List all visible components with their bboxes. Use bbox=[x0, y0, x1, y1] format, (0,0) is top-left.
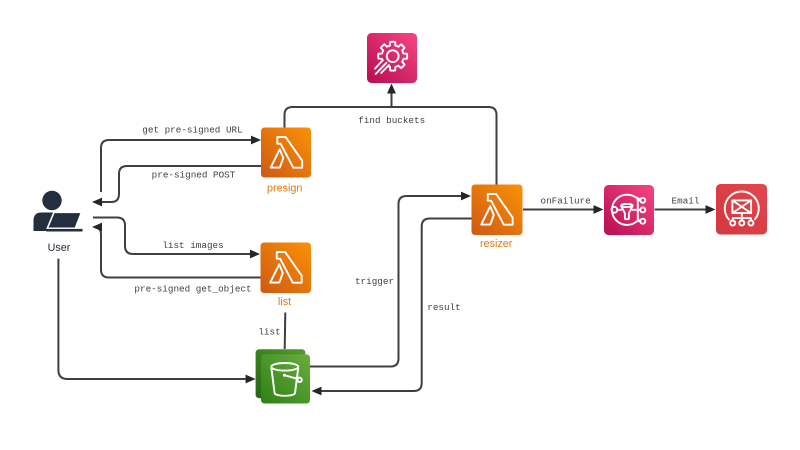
svg-text:find buckets: find buckets bbox=[358, 115, 425, 126]
svg-text:presign: presign bbox=[267, 183, 302, 195]
svg-text:trigger: trigger bbox=[355, 276, 394, 287]
svg-text:Email: Email bbox=[672, 195, 700, 206]
svg-text:get pre-signed URL: get pre-signed URL bbox=[142, 125, 242, 136]
svg-text:pre-signed get_object: pre-signed get_object bbox=[134, 284, 251, 295]
svg-text:list: list bbox=[278, 296, 291, 308]
svg-text:pre-signed POST: pre-signed POST bbox=[152, 170, 236, 181]
svg-text:list images: list images bbox=[162, 240, 223, 251]
svg-text:result: result bbox=[427, 302, 460, 313]
svg-text:list: list bbox=[258, 327, 280, 338]
svg-text:resizer: resizer bbox=[480, 238, 513, 250]
svg-text:onFailure: onFailure bbox=[540, 196, 590, 207]
svg-text:User: User bbox=[48, 242, 71, 254]
